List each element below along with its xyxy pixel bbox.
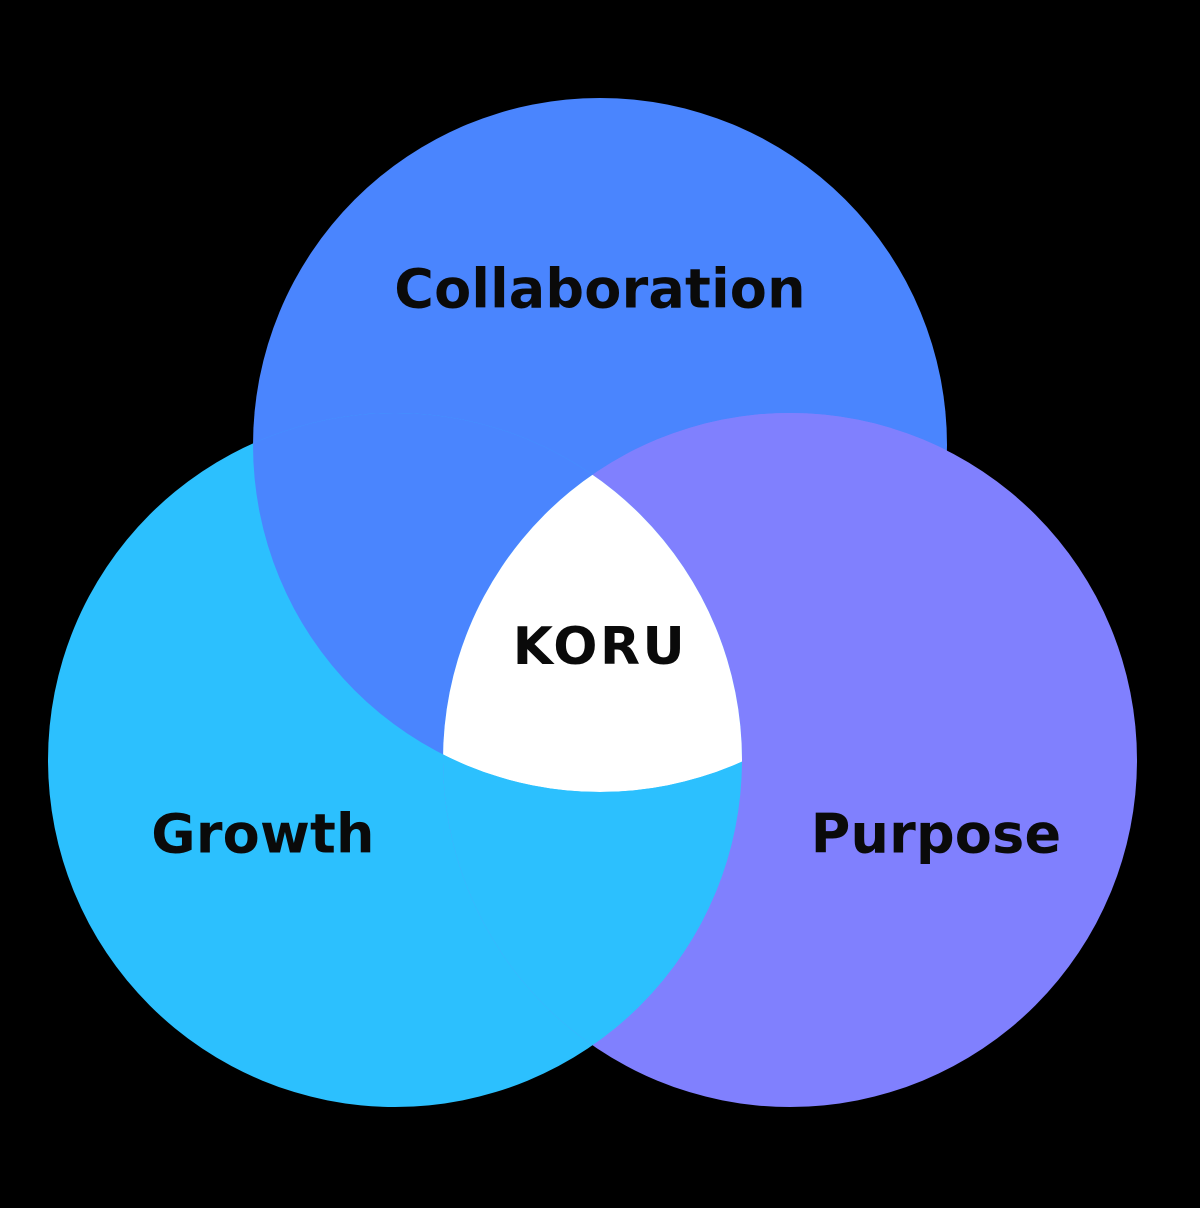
label-purpose: Purpose bbox=[811, 803, 1062, 866]
label-growth: Growth bbox=[151, 803, 374, 866]
diagram-labels: Collaboration Growth Purpose KORU bbox=[151, 258, 1061, 866]
label-koru-center: KORU bbox=[513, 617, 687, 677]
label-collaboration: Collaboration bbox=[394, 258, 805, 321]
